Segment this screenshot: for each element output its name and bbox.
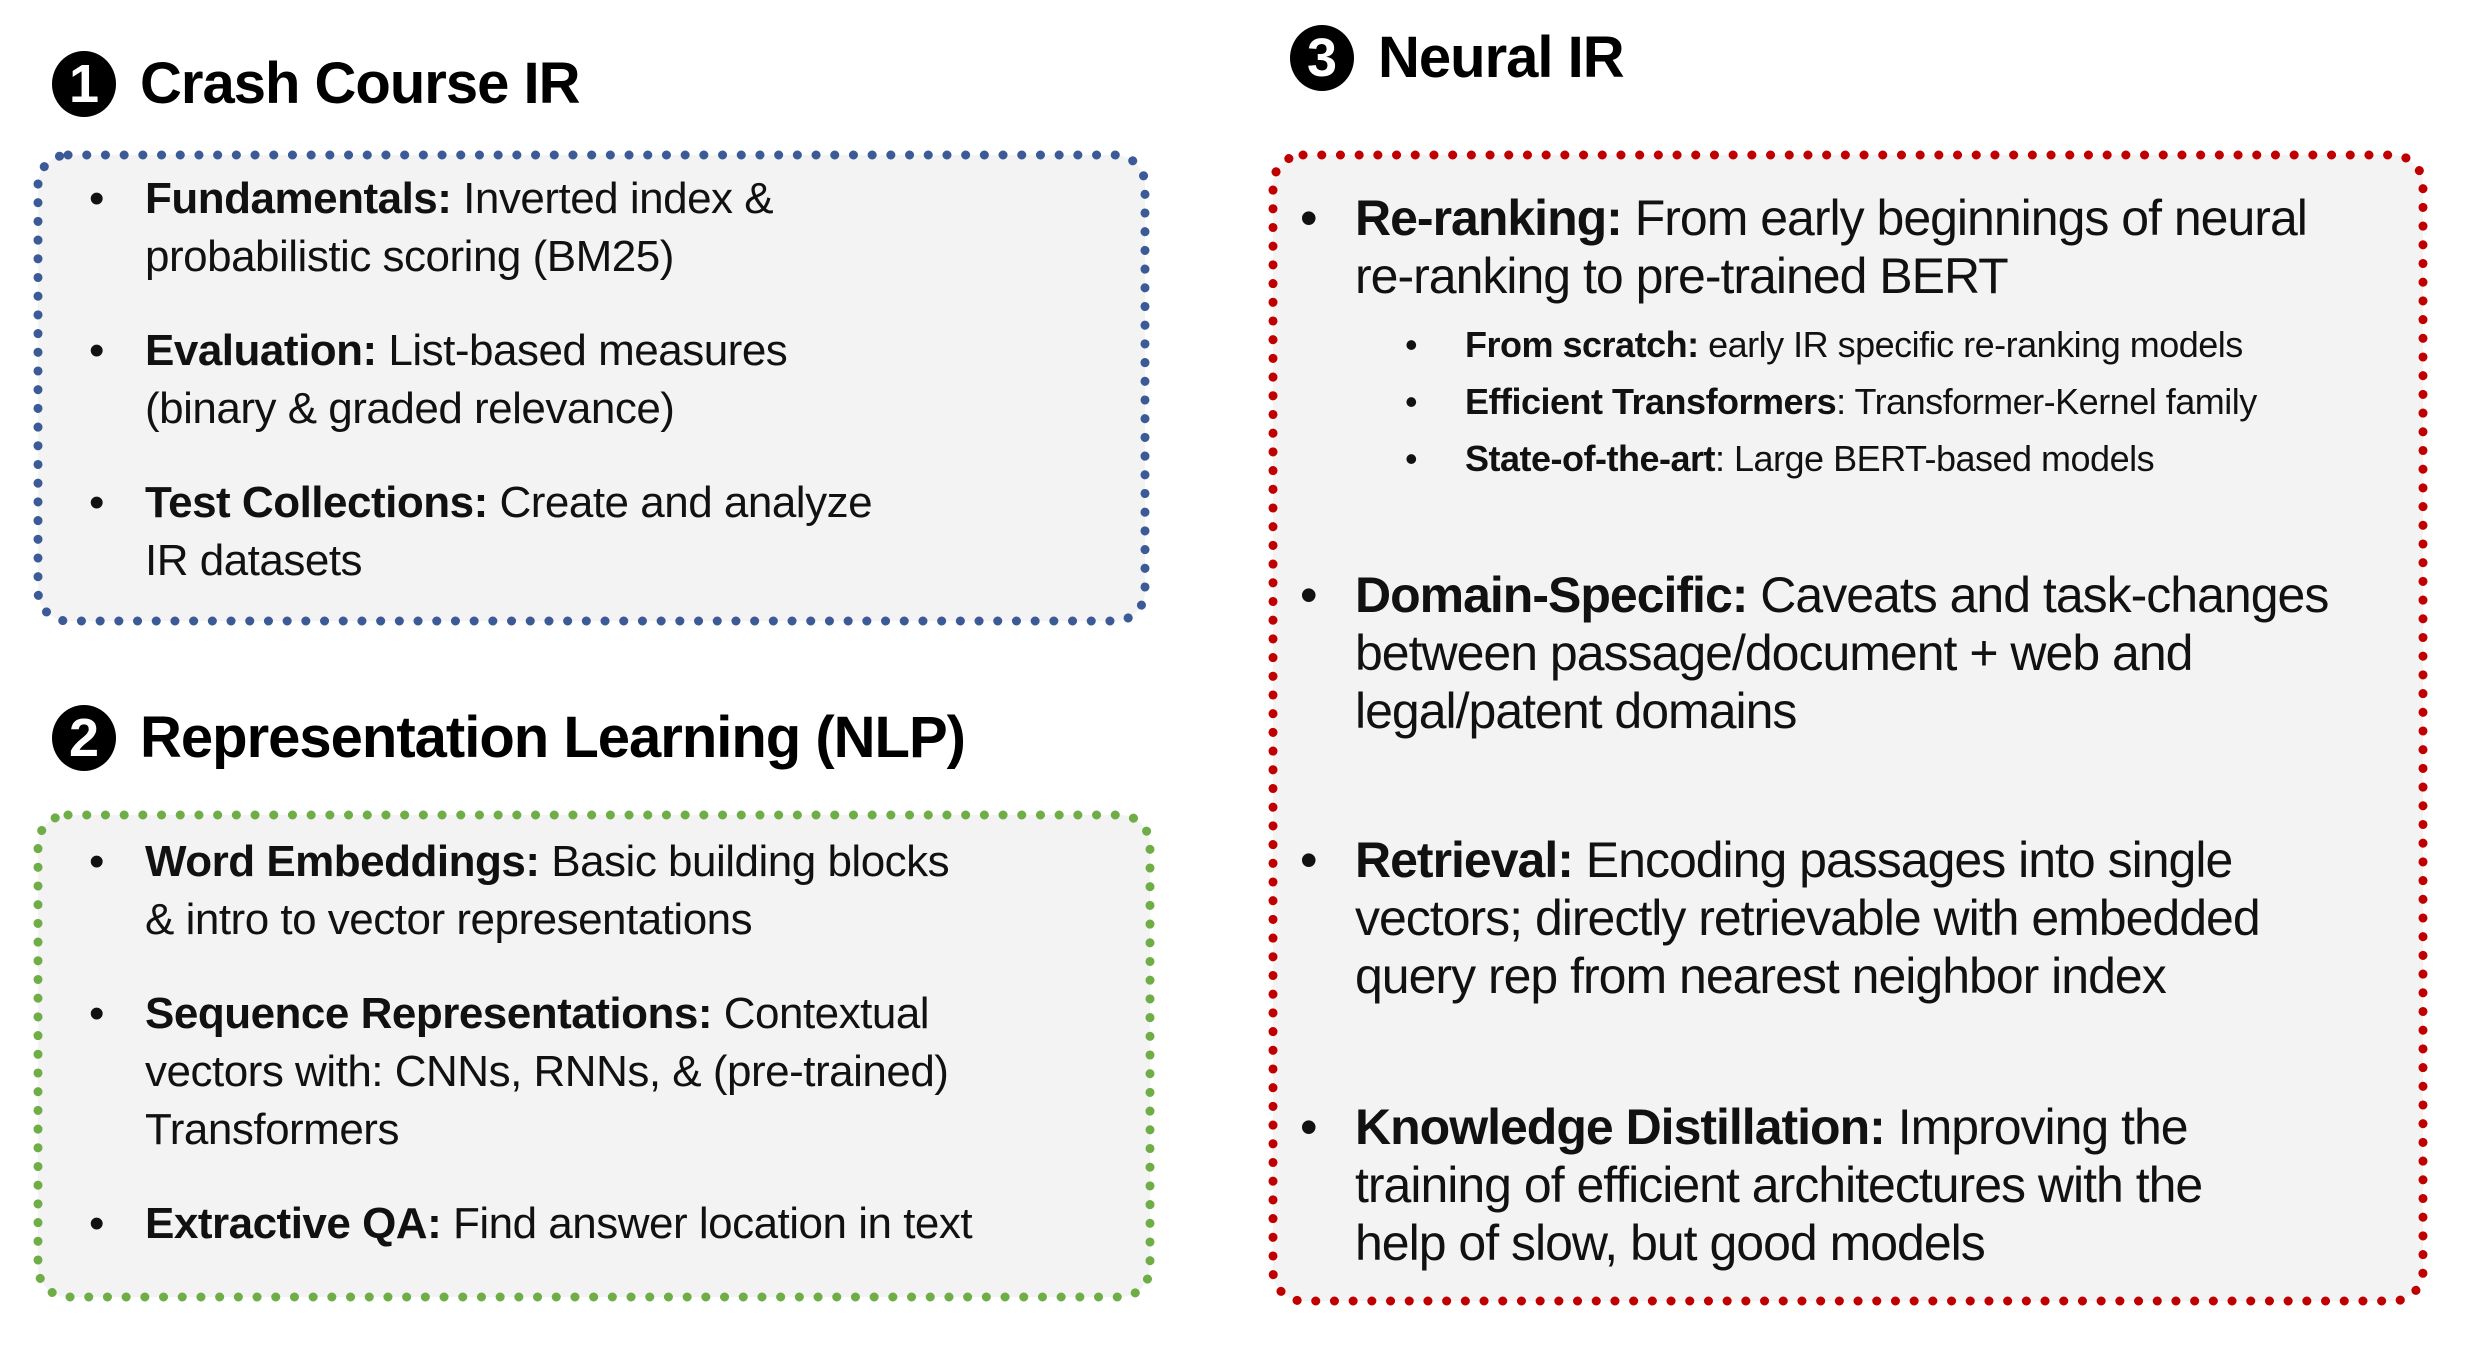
bullet-icon: • xyxy=(89,1199,104,1248)
bullet-item-knowledge-distillation: • Knowledge Distillation: Improving the … xyxy=(1300,1098,2418,1272)
section-1-number-badge: 1 xyxy=(52,50,116,117)
section-1-heading: 1 Crash Course IR xyxy=(52,50,580,117)
bullet-text: Retrieval: Encoding passages into single… xyxy=(1355,832,2261,1004)
bullet-icon: • xyxy=(1300,567,1318,623)
dotted-border-red xyxy=(1268,150,2428,1306)
bullet-icon: • xyxy=(89,174,104,223)
bullet-icon: • xyxy=(1300,1099,1318,1155)
bullet-text: Fundamentals: Inverted index & probabili… xyxy=(145,174,774,281)
bullet-item-word-embeddings: • Word Embeddings: Basic building blocks… xyxy=(89,833,1145,949)
section-3-title: Neural IR xyxy=(1378,25,1625,90)
sub-bullet-efficient-transformers: • Efficient Transformers: Transformer-Ke… xyxy=(1405,373,2307,430)
sub-bullet-list: • From scratch: early IR specific re-ran… xyxy=(1405,316,2307,487)
section-3-number-badge: 3 xyxy=(1290,24,1354,91)
crash-course-ir-box: • Fundamentals: Inverted index & probabi… xyxy=(33,150,1150,626)
section-2-number-badge: 2 xyxy=(52,704,116,771)
section-3-heading: 3 Neural IR xyxy=(1290,24,1625,91)
dotted-border-blue xyxy=(33,150,1150,626)
bullet-icon: • xyxy=(89,326,104,375)
neural-ir-box: • Re-ranking: From early beginnings of n… xyxy=(1268,150,2428,1306)
neural-ir-content: • Re-ranking: From early beginnings of n… xyxy=(1268,150,2428,1306)
bullet-text: Extractive QA: Find answer location in t… xyxy=(145,1199,973,1248)
bullet-icon: • xyxy=(1405,438,1418,479)
section-2-title: Representation Learning (NLP) xyxy=(140,705,966,770)
crash-course-ir-content: • Fundamentals: Inverted index & probabi… xyxy=(33,150,1150,626)
bullet-icon: • xyxy=(1405,324,1418,365)
bullet-icon: • xyxy=(1300,190,1318,246)
bullet-text: Evaluation: List-based measures (binary … xyxy=(145,326,788,433)
bullet-item-sequence-representations: • Sequence Representations: Contextual v… xyxy=(89,985,1145,1159)
representation-learning-content: • Word Embeddings: Basic building blocks… xyxy=(33,810,1155,1302)
section-1-title: Crash Course IR xyxy=(140,51,580,116)
sub-bullet-state-of-the-art: • State-of-the-art: Large BERT-based mod… xyxy=(1405,430,2307,487)
bullet-icon: • xyxy=(1300,832,1318,888)
bullet-item-re-ranking: • Re-ranking: From early beginnings of n… xyxy=(1300,189,2418,487)
bullet-item-evaluation: • Evaluation: List-based measures (binar… xyxy=(89,322,1140,438)
bullet-text: Knowledge Distillation: Improving the tr… xyxy=(1355,1099,2203,1271)
bullet-item-fundamentals: • Fundamentals: Inverted index & probabi… xyxy=(89,170,1140,286)
bullet-text: Re-ranking: From early beginnings of neu… xyxy=(1355,189,2308,487)
bullet-icon: • xyxy=(89,837,104,886)
bullet-text: Domain-Specific: Caveats and task-change… xyxy=(1355,567,2329,739)
bullet-icon: • xyxy=(89,989,104,1038)
bullet-item-test-collections: • Test Collections: Create and analyze I… xyxy=(89,474,1140,590)
bullet-text: Word Embeddings: Basic building blocks &… xyxy=(145,837,950,944)
sub-bullet-from-scratch: • From scratch: early IR specific re-ran… xyxy=(1405,316,2307,373)
bullet-item-extractive-qa: • Extractive QA: Find answer location in… xyxy=(89,1195,1145,1253)
bullet-text: Sequence Representations: Contextual vec… xyxy=(145,989,949,1154)
section-2-heading: 2 Representation Learning (NLP) xyxy=(52,704,966,771)
representation-learning-box: • Word Embeddings: Basic building blocks… xyxy=(33,810,1155,1302)
bullet-item-domain-specific: • Domain-Specific: Caveats and task-chan… xyxy=(1300,566,2418,740)
bullet-item-retrieval: • Retrieval: Encoding passages into sing… xyxy=(1300,831,2418,1005)
bullet-icon: • xyxy=(89,478,104,527)
bullet-text: Test Collections: Create and analyze IR … xyxy=(145,478,873,585)
bullet-icon: • xyxy=(1405,381,1418,422)
dotted-border-green xyxy=(33,810,1155,1302)
